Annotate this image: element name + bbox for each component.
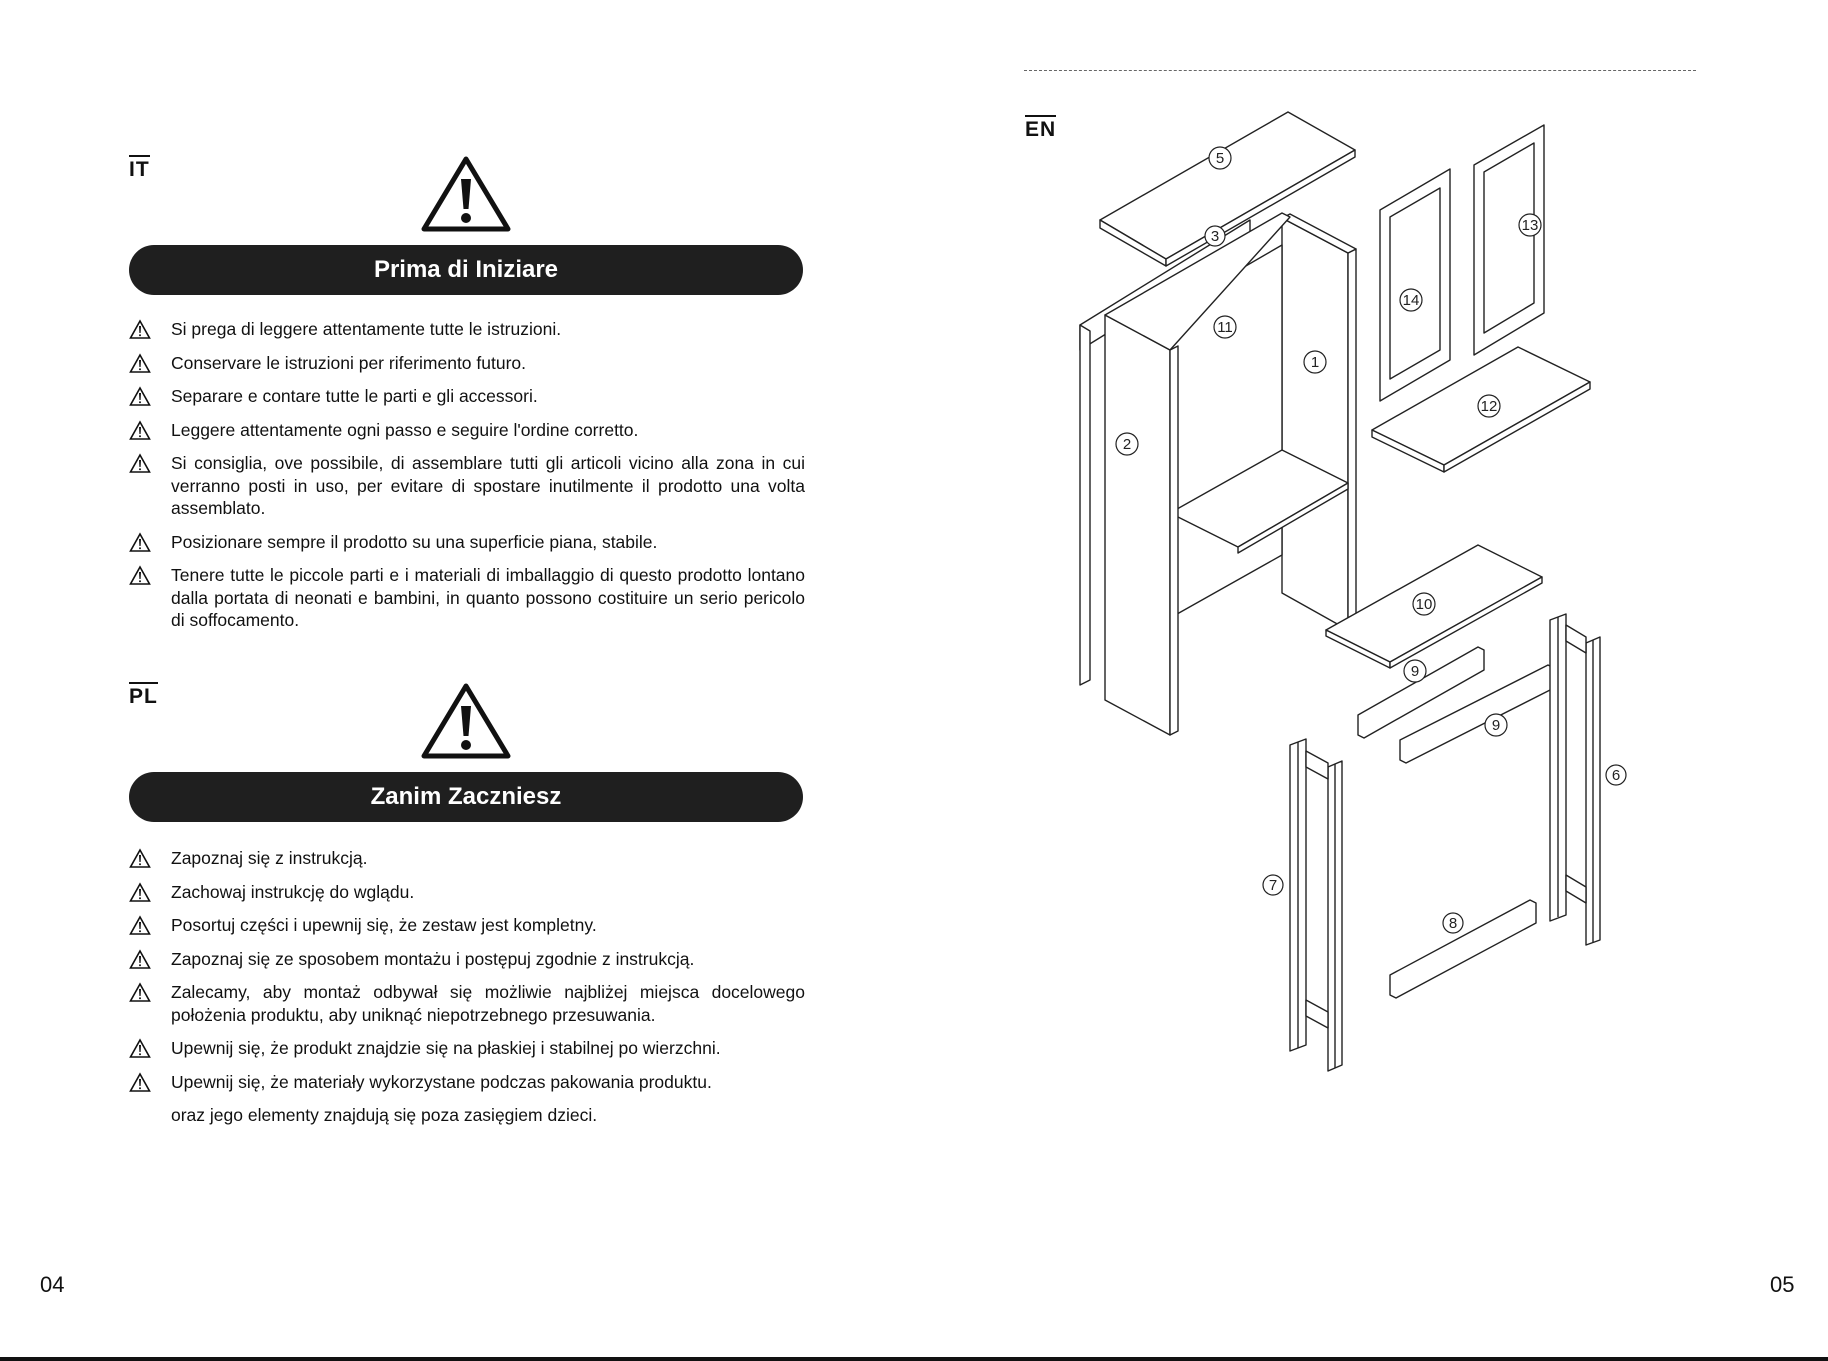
page-number-right: 05 (1770, 1272, 1795, 1297)
warning-small-icon (129, 1038, 151, 1058)
language-tag-en: EN (1025, 115, 1057, 141)
callout-label: 7 (1269, 877, 1277, 894)
warning-small-icon (129, 319, 151, 339)
part-callouts (1115, 146, 1638, 934)
list-item: Upewnij się, że materiały wykorzystane p… (129, 1071, 805, 1094)
callout-label: 9 (1411, 663, 1419, 680)
callout-label: 5 (1216, 150, 1224, 167)
warning-small-icon (129, 915, 151, 935)
instruction-list-pl: Zapoznaj się z instrukcją. Zachowaj inst… (129, 847, 805, 1138)
list-item: Zalecamy, aby montaż odbywał się możliwi… (129, 981, 805, 1026)
callout-label: 12 (1481, 398, 1498, 415)
warning-small-icon (129, 948, 151, 969)
callout-label: 6 (1612, 767, 1620, 784)
callout-label: 14 (1403, 292, 1420, 309)
list-item: Separare e contare tutte le parti e gli … (129, 385, 805, 408)
callout-label: 8 (1449, 915, 1457, 932)
warning-icon (421, 156, 511, 232)
part-8-rail (1389, 899, 1537, 999)
part-shelf (1169, 449, 1349, 554)
list-item: Posizionare sempre il prodotto su una su… (129, 531, 805, 554)
section-heading-it: Prima di Iniziare (129, 245, 803, 295)
warning-small-icon (129, 453, 151, 473)
warning-small-icon (129, 565, 151, 585)
section-heading-pl: Zanim Zaczniesz (129, 772, 803, 822)
part-6-leg-frame (1549, 613, 1601, 946)
part-13-door (1473, 124, 1545, 356)
bottom-rule (0, 1357, 1828, 1361)
warning-small-icon (129, 352, 151, 373)
list-item: Upewnij się, że produkt znajdzie się na … (129, 1037, 805, 1060)
list-item: Zapoznaj się ze sposobem montażu i postę… (129, 948, 805, 971)
list-item: Posortuj części i upewnij się, że zestaw… (129, 914, 805, 937)
language-tag-pl: PL (129, 682, 158, 708)
warning-small-icon (129, 386, 151, 406)
list-item: Conservare le istruzioni per riferimento… (129, 352, 805, 375)
list-item: Tenere tutte le piccole parti e i materi… (129, 564, 805, 632)
list-item: Zachowaj instrukcję do wglądu. (129, 881, 805, 904)
part-callout-labels: 5 3 11 1 2 14 13 12 10 9 9 6 7 8 (1123, 150, 1620, 932)
dashed-divider (1024, 70, 1696, 71)
warning-small-icon (129, 419, 151, 440)
language-tag-it: IT (129, 155, 150, 181)
part-1-side-panel (1281, 213, 1357, 631)
part-9-rail (1357, 646, 1485, 739)
list-item: Leggere attentamente ogni passo e seguir… (129, 419, 805, 442)
part-7-leg-frame (1289, 738, 1343, 1072)
page-number-left: 04 (40, 1272, 65, 1297)
instruction-list-it: Si prega di leggere attentamente tutte l… (129, 318, 805, 643)
warning-small-icon (129, 1071, 151, 1092)
callout-label: 1 (1311, 354, 1319, 371)
callout-label: 11 (1217, 319, 1233, 336)
warning-small-icon (129, 982, 151, 1002)
callout-label: 3 (1211, 228, 1219, 245)
list-item: Si prega di leggere attentamente tutte l… (129, 318, 805, 341)
list-item: Zapoznaj się z instrukcją. (129, 847, 805, 870)
callout-label: 13 (1522, 217, 1539, 234)
warning-small-icon (129, 848, 151, 868)
warning-small-icon (129, 531, 151, 552)
exploded-parts-diagram: 5 3 11 1 2 14 13 12 10 9 9 6 7 8 (1079, 111, 1638, 1072)
list-item: Si consiglia, ove possibile, di assembla… (129, 452, 805, 520)
warning-small-icon (129, 881, 151, 902)
callout-label: 9 (1492, 717, 1500, 734)
part-2-side-panel (1104, 212, 1291, 736)
callout-label: 10 (1416, 596, 1433, 613)
callout-label: 2 (1123, 436, 1131, 453)
warning-icon (421, 683, 511, 759)
part-14-door (1379, 168, 1451, 402)
list-item-continuation: oraz jego elementy znajdują się poza zas… (171, 1105, 598, 1125)
